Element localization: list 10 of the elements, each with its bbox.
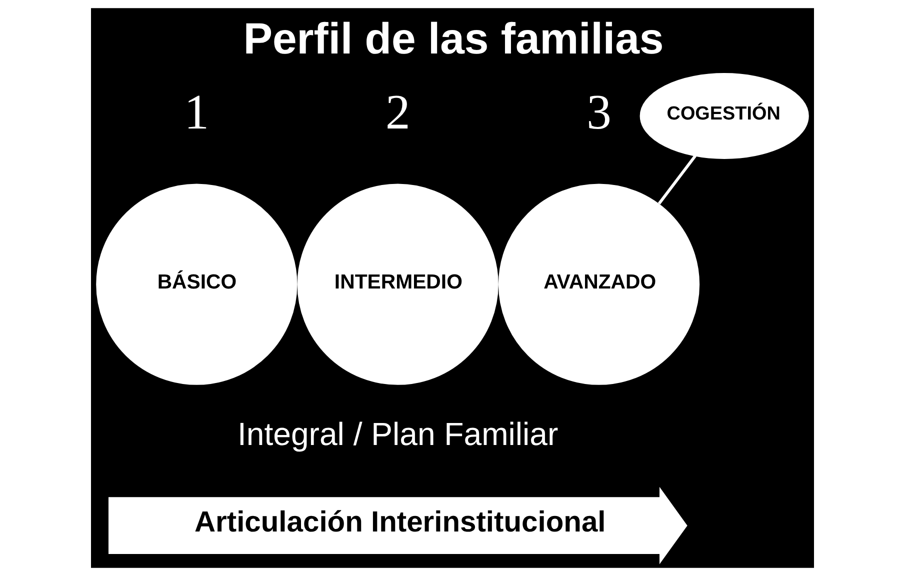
- diagram-title: Perfil de las familias: [242, 14, 664, 64]
- node-label: 2: [384, 84, 410, 140]
- connector: [657, 154, 696, 204]
- node-circle: AVANZADO: [498, 184, 700, 385]
- node-circle: BÁSICO: [96, 184, 297, 385]
- node-ellipse: COGESTIÓN: [639, 73, 808, 159]
- node-label: 1: [184, 84, 209, 140]
- node-label: 3: [586, 84, 611, 140]
- label: Integral / Plan Familiar: [237, 416, 558, 452]
- node-circle: INTERMEDIO: [296, 184, 498, 385]
